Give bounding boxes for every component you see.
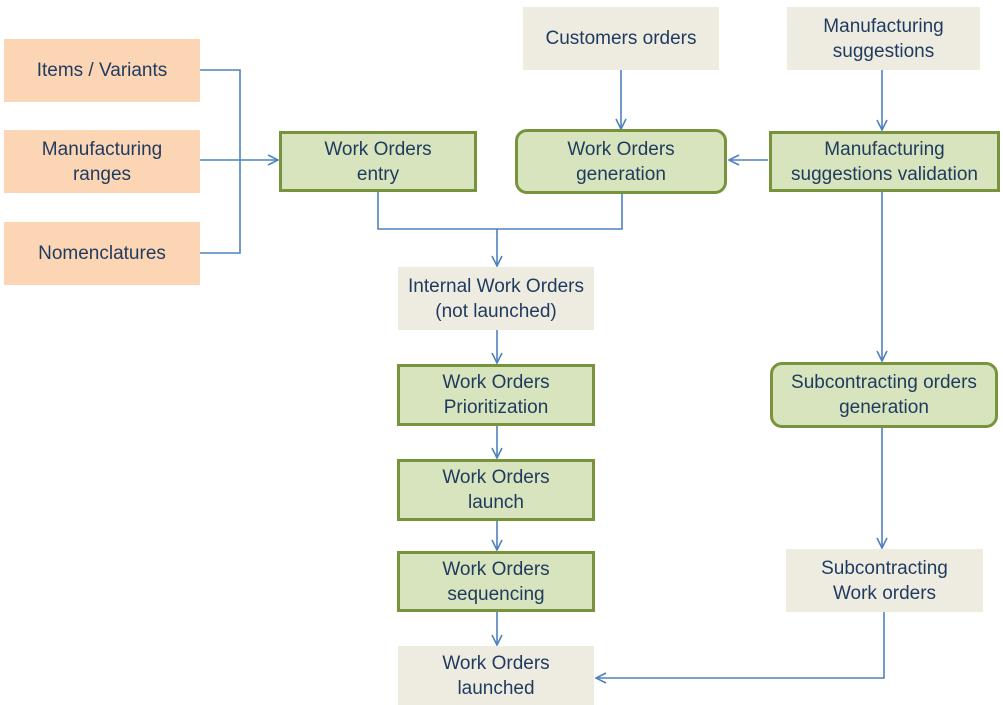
node-subcontracting-work-orders-label: Subcontracting Work orders — [821, 557, 948, 604]
node-work-orders-sequencing: Work Orders sequencing — [397, 551, 595, 612]
node-work-orders-launch-label: Work Orders launch — [442, 467, 550, 513]
node-work-orders-generation-label: Work Orders generation — [567, 138, 675, 185]
node-work-orders-generation: Work Orders generation — [515, 129, 727, 194]
node-internal-work-orders-label: Internal Work Orders (not launched) — [408, 275, 584, 322]
node-customers-orders-label: Customers orders — [545, 28, 697, 49]
node-items-variants: Items / Variants — [4, 39, 200, 102]
node-internal-work-orders: Internal Work Orders (not launched) — [398, 267, 594, 330]
node-work-orders-launched-label: Work Orders launched — [442, 652, 550, 699]
node-work-orders-prioritization: Work Orders Prioritization — [397, 364, 595, 426]
node-items-variants-label: Items / Variants — [36, 60, 168, 81]
node-manufacturing-suggestions-label: Manufacturing suggestions — [823, 15, 944, 62]
node-nomenclatures-label: Nomenclatures — [38, 243, 166, 264]
node-subcontracting-orders-generation-label: Subcontracting orders generation — [791, 372, 977, 418]
node-manufacturing-suggestions-validation-label: Manufacturing suggestions validation — [791, 138, 978, 185]
node-manufacturing-ranges-label: Manufacturing ranges — [41, 138, 163, 185]
connector-entry-merge — [377, 192, 623, 230]
node-work-orders-launched: Work Orders launched — [398, 646, 594, 705]
node-manufacturing-suggestions: Manufacturing suggestions — [787, 7, 980, 70]
node-nomenclatures: Nomenclatures — [4, 222, 200, 285]
node-manufacturing-suggestions-validation: Manufacturing suggestions validation — [769, 131, 1000, 192]
node-work-orders-entry: Work Orders entry — [279, 131, 477, 192]
node-subcontracting-work-orders: Subcontracting Work orders — [786, 549, 983, 612]
node-manufacturing-ranges: Manufacturing ranges — [4, 130, 200, 193]
node-work-orders-prioritization-label: Work Orders Prioritization — [442, 372, 550, 418]
connector-subcontracting-to-launched — [596, 612, 885, 678]
node-subcontracting-orders-generation: Subcontracting orders generation — [770, 362, 998, 428]
node-work-orders-sequencing-label: Work Orders sequencing — [442, 558, 550, 605]
connector-items-variants — [200, 69, 241, 160]
node-work-orders-entry-label: Work Orders entry — [324, 138, 432, 185]
node-work-orders-launch: Work Orders launch — [397, 459, 595, 521]
connector-nomenclatures — [200, 160, 241, 254]
node-customers-orders: Customers orders — [523, 7, 719, 70]
